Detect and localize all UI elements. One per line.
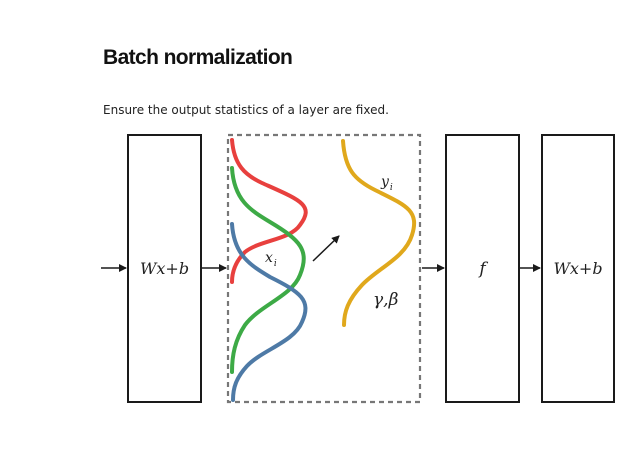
output-variable-label: yi: [380, 174, 393, 193]
next-linear-layer-box: [541, 134, 615, 403]
next-linear-layer-label: Wx+b: [553, 259, 602, 278]
batchnorm-box: [226, 133, 422, 404]
input-variable-label: xi: [265, 250, 277, 269]
scale-shift-params-label: γ,β: [373, 290, 399, 310]
transform-arrow: [312, 235, 340, 262]
linear-layer-box: [127, 134, 202, 403]
activation-box: [445, 134, 520, 403]
activation-label: f: [477, 259, 488, 279]
red-distribution-curve: [230, 138, 308, 284]
green-distribution-curve: [230, 166, 306, 374]
normalized-distribution-curve: [341, 139, 417, 327]
slide-title: Batch normalization: [103, 46, 293, 69]
slide-subtitle: Ensure the output statistics of a layer …: [103, 103, 389, 117]
blue-distribution-curve: [230, 222, 308, 402]
linear-layer-label: Wx+b: [140, 259, 189, 278]
